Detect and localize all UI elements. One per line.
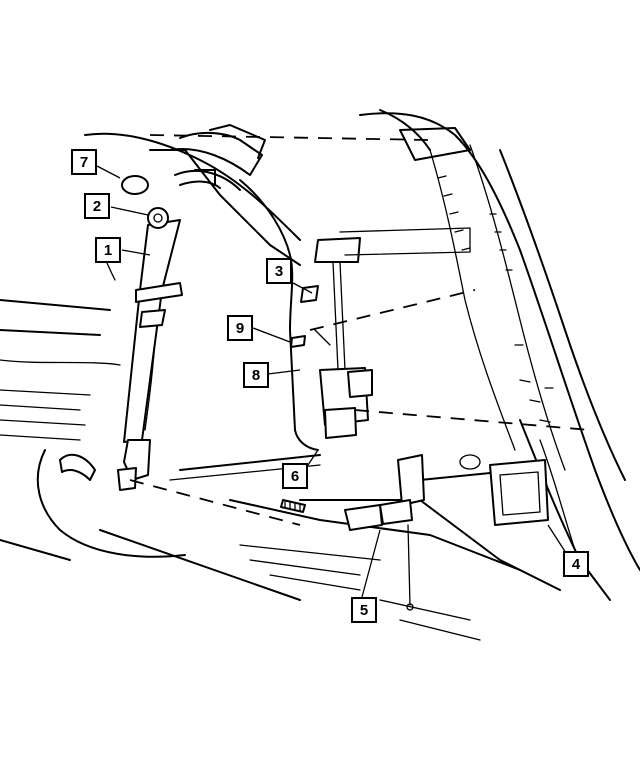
callout-1[interactable]: 1 — [95, 237, 121, 263]
pillar-trim — [84, 124, 319, 451]
shoulder-belt — [117, 175, 183, 491]
guide-line — [129, 479, 301, 526]
guide-line — [309, 289, 476, 331]
trim-bezel — [459, 454, 549, 526]
callout-9[interactable]: 9 — [227, 315, 253, 341]
callout-2[interactable]: 2 — [84, 193, 110, 219]
callout-3[interactable]: 3 — [266, 258, 292, 284]
anchor-bolt — [280, 499, 306, 513]
guide-line — [354, 409, 591, 431]
callout-5[interactable]: 5 — [351, 597, 377, 623]
leader-lines — [96, 165, 567, 598]
buckle-assembly — [344, 454, 425, 611]
retractor-assembly — [290, 227, 471, 439]
guide-line — [149, 134, 431, 141]
rear-quarter-panel — [359, 109, 640, 601]
callout-4[interactable]: 4 — [563, 551, 589, 577]
callout-6[interactable]: 6 — [282, 463, 308, 489]
rear-seat-and-floor — [0, 299, 561, 641]
callout-7[interactable]: 7 — [71, 149, 97, 175]
callout-8[interactable]: 8 — [243, 362, 269, 388]
